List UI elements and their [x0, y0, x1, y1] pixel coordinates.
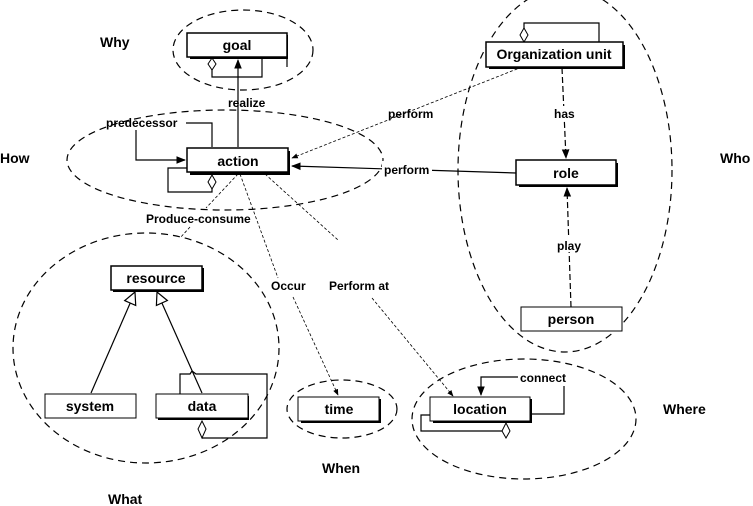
dimension-when: When [322, 460, 360, 476]
class-system[interactable]: system [44, 393, 137, 419]
class-time[interactable]: time [297, 396, 381, 423]
class-data-label: data [188, 398, 217, 414]
predecessor-relation-line-upper [186, 122, 213, 147]
perform-at-label: Perform at [329, 279, 389, 293]
occur-relation-line [292, 296, 339, 396]
perform-at-line-upper [264, 173, 339, 241]
where-group-ellipse [411, 358, 637, 480]
dimension-why: Why [100, 34, 130, 50]
location-self-aggregation [420, 414, 502, 432]
aggregation-diamond-icon [197, 419, 207, 440]
class-location[interactable]: location [429, 396, 532, 423]
how-group-ellipse [66, 109, 384, 211]
realize-label: realize [228, 96, 266, 110]
org-unit-self-aggregation [523, 22, 600, 42]
has-label: has [554, 107, 575, 121]
when-group-ellipse [286, 379, 398, 439]
perform-org-relation-line [291, 66, 523, 159]
perform-at-relation-line [371, 297, 454, 397]
dimension-how: How [0, 150, 30, 166]
aggregation-diamond-icon [501, 421, 511, 440]
connect-label: connect [520, 371, 566, 385]
class-action[interactable]: action [186, 147, 290, 175]
dimension-where: Where [663, 401, 706, 417]
connect-relation-line [477, 376, 518, 396]
data-generalization-line [157, 292, 203, 394]
class-person-label: person [548, 311, 595, 327]
perform-role-label: perform [384, 163, 429, 177]
produce-consume-label: Produce-consume [146, 212, 251, 226]
dimension-what: What [108, 491, 143, 506]
class-time-label: time [325, 401, 354, 417]
class-goal[interactable]: goal [186, 32, 288, 59]
aggregation-diamond-icon [519, 26, 529, 44]
why-group-ellipse [172, 9, 314, 91]
data-self-aggregation [179, 370, 268, 439]
class-data[interactable]: data [155, 393, 249, 420]
produce-consume-line-upper [205, 173, 239, 209]
play-label: play [557, 239, 581, 253]
system-generalization-line [90, 292, 135, 394]
class-location-label: location [453, 401, 507, 417]
who-group-ellipse [457, 0, 673, 353]
predecessor-relation-line [135, 130, 186, 164]
predecessor-label: predecessor [106, 116, 178, 130]
class-role[interactable]: role [515, 159, 618, 187]
class-action-label: action [217, 153, 258, 169]
perform-org-label: perform [388, 107, 433, 121]
produce-consume-line-lower [179, 226, 191, 239]
class-goal-label: goal [223, 37, 252, 53]
what-group-ellipse [12, 232, 280, 464]
class-resource-label: resource [126, 270, 185, 286]
connect-relation-line-right [531, 386, 565, 415]
goal-self-aggregation [211, 57, 288, 78]
aggregation-diamond-icon [207, 57, 217, 71]
class-resource[interactable]: resource [110, 265, 204, 292]
class-role-label: role [553, 165, 579, 181]
class-system-label: system [66, 398, 114, 414]
class-person[interactable]: person [520, 306, 623, 332]
occur-label: Occur [271, 279, 306, 293]
dimension-who: Who [720, 150, 750, 166]
class-organization-unit[interactable]: Organization unit [485, 41, 625, 69]
occur-line-upper [239, 173, 279, 279]
aggregation-diamond-icon [207, 173, 217, 191]
class-organization-unit-label: Organization unit [496, 46, 611, 62]
action-self-aggregation [167, 167, 213, 193]
